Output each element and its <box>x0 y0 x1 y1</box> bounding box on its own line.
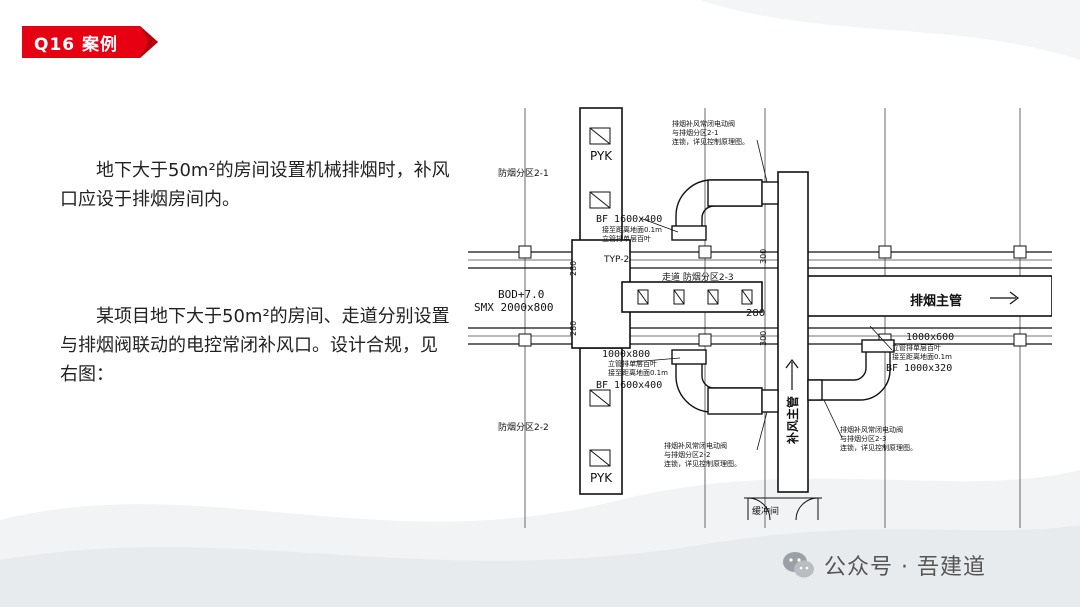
case-tag-shape <box>22 26 158 58</box>
duct-bottom-note1: 立管排单层百叶 <box>608 359 657 368</box>
zone-corridor-label: 走道 防烟分区2-3 <box>662 271 734 283</box>
right-size-label: 1000x600 <box>906 332 954 343</box>
main-exhaust-duct <box>621 275 1052 317</box>
right-note2: 接至距离地面0.1m <box>892 352 952 361</box>
watermark-text: 公众号 · 吾建道 <box>824 555 986 580</box>
bf-top-label: BF 1600x400 <box>596 214 662 225</box>
note-bottom-3: 连锁，详见控制原理图。 <box>664 459 741 468</box>
wechat-icon <box>783 552 814 578</box>
note-top-3: 连锁，详见控制原理图。 <box>672 137 749 146</box>
note-top-1: 排烟补风常闭电动阀 <box>672 119 735 128</box>
duct-dampers <box>637 289 753 305</box>
dim-300-top: 300 <box>759 249 768 264</box>
makeup-arrow <box>785 359 799 390</box>
duct-bottom-size: 1000x800 <box>602 349 650 360</box>
dim-300-bottom: 300 <box>759 331 768 346</box>
corridor-walls <box>468 251 1052 345</box>
pyk-bottom-label: PYK <box>590 471 613 485</box>
note-right-2: 与排烟分区2-3 <box>840 434 886 443</box>
smx-label: SMX 2000x800 <box>474 301 553 314</box>
note-bottom-2: 与排烟分区2-2 <box>664 450 710 459</box>
watermark: 公众号 · 吾建道 <box>782 548 986 582</box>
left-riser <box>571 107 631 495</box>
dim-280-left-bottom: 280 <box>569 321 578 336</box>
note-top-2: 与排烟分区2-1 <box>672 128 718 137</box>
bf-top-note2: 立管排单层百叶 <box>602 234 651 243</box>
makeup-main-label: 补风主管 <box>785 396 800 445</box>
damper-boxes <box>589 127 611 467</box>
case-tag-label: Q16 案例 <box>34 35 119 55</box>
pyk-top-label: PYK <box>590 149 613 163</box>
right-bend-duct <box>807 339 895 401</box>
zone-top-label: 防烟分区2-1 <box>498 167 549 179</box>
paragraph-rule: 地下大于50m²的房间设置机械排烟时，补风口应设于排烟房间内。 <box>60 160 450 210</box>
bf-bottom-label: BF 1600x400 <box>596 380 662 391</box>
note-right-3: 连锁，详见控制原理图。 <box>840 443 917 452</box>
bf-top-note1: 接至距离地面0.1m <box>602 225 662 234</box>
zone-bottom-label: 防烟分区2-2 <box>498 421 549 433</box>
exhaust-arrow <box>990 291 1019 305</box>
right-bf-label: BF 1000x320 <box>886 363 952 374</box>
right-note1: 立管排单层百叶 <box>892 343 941 352</box>
hvac-drawing: PYK PYK 防烟分区2-1 防烟分区2-2 走道 防烟分区2-3 BF 16… <box>468 107 1052 528</box>
dim-280-center: 280 <box>746 308 765 319</box>
bod-label: BOD+7.0 <box>498 288 544 301</box>
dim-280-left-top: 280 <box>569 261 578 276</box>
duct-bottom-note2: 接至距离地面0.1m <box>608 368 668 377</box>
leader-lines <box>631 139 893 451</box>
buffer-room-label: 缓冲间 <box>752 505 779 517</box>
paragraph-case: 某项目地下大于50m²的房间、走道分别设置与排烟阀联动的电控常闭补风口。设计合规… <box>60 306 450 385</box>
note-right-1: 排烟补风常闭电动阀 <box>840 425 903 434</box>
grid-lines <box>468 108 1052 528</box>
top-bend-duct <box>671 179 779 241</box>
makeup-main-duct <box>777 171 809 493</box>
main-exhaust-label: 排烟主管 <box>910 293 962 309</box>
note-bottom-1: 排烟补风常闭电动阀 <box>664 441 727 450</box>
buffer-room <box>744 497 822 521</box>
typ-label: TYP-2 <box>603 255 629 265</box>
bottom-bend-duct <box>671 349 779 415</box>
